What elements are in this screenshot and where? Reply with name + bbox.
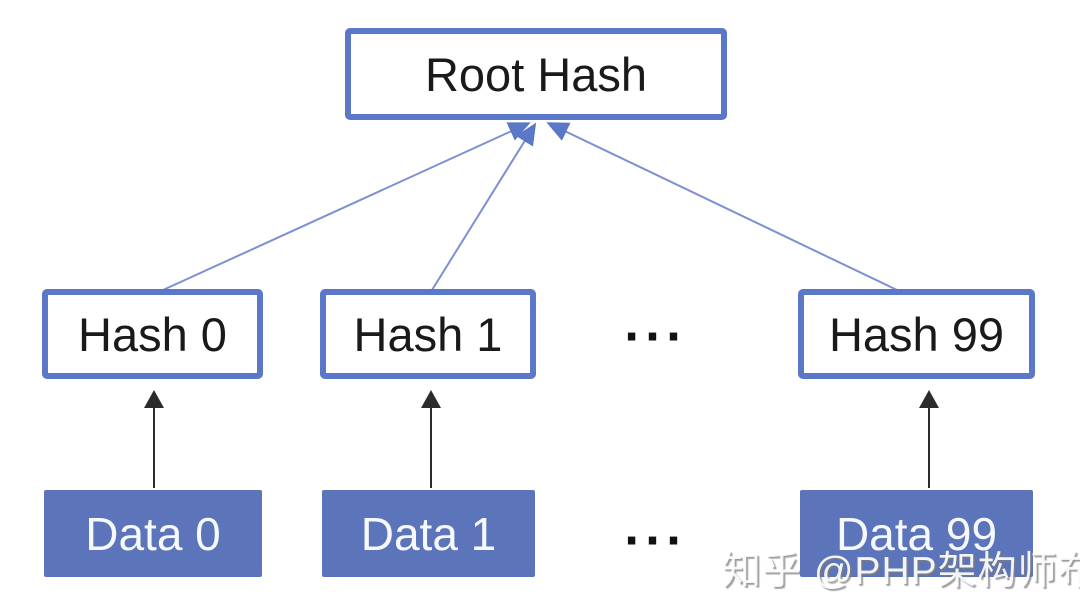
edge-hash1-to-root-arrow (431, 122, 537, 291)
edge-hash99-to-root-arrow (546, 122, 898, 291)
hash-node-1-label: Hash 1 (353, 307, 503, 361)
data-node-0: Data 0 (44, 490, 262, 577)
data-node-99: Data 99 (800, 490, 1033, 577)
hash-node-99-label: Hash 99 (828, 307, 1005, 361)
hash-node-1: Hash 1 (320, 289, 536, 379)
zhihu-watermark: 知乎 @PHP架构师布乐 (722, 550, 1080, 593)
hash-row-ellipsis: ··· (623, 312, 687, 361)
data-node-99-label: Data 99 (835, 507, 998, 560)
data-node-1-label: Data 1 (360, 507, 497, 560)
data-node-1: Data 1 (322, 490, 535, 577)
data-node-0-label: Data 0 (85, 507, 221, 560)
edge-hash0-to-root-arrow (162, 122, 531, 291)
root-hash-node: Root Hash (345, 28, 727, 120)
hash-node-0-label: Hash 0 (78, 307, 227, 361)
hash-node-0: Hash 0 (42, 289, 263, 379)
data-row-ellipsis: ··· (623, 516, 687, 565)
hash-node-99: Hash 99 (798, 289, 1035, 379)
root-hash-label: Root Hash (424, 47, 648, 101)
